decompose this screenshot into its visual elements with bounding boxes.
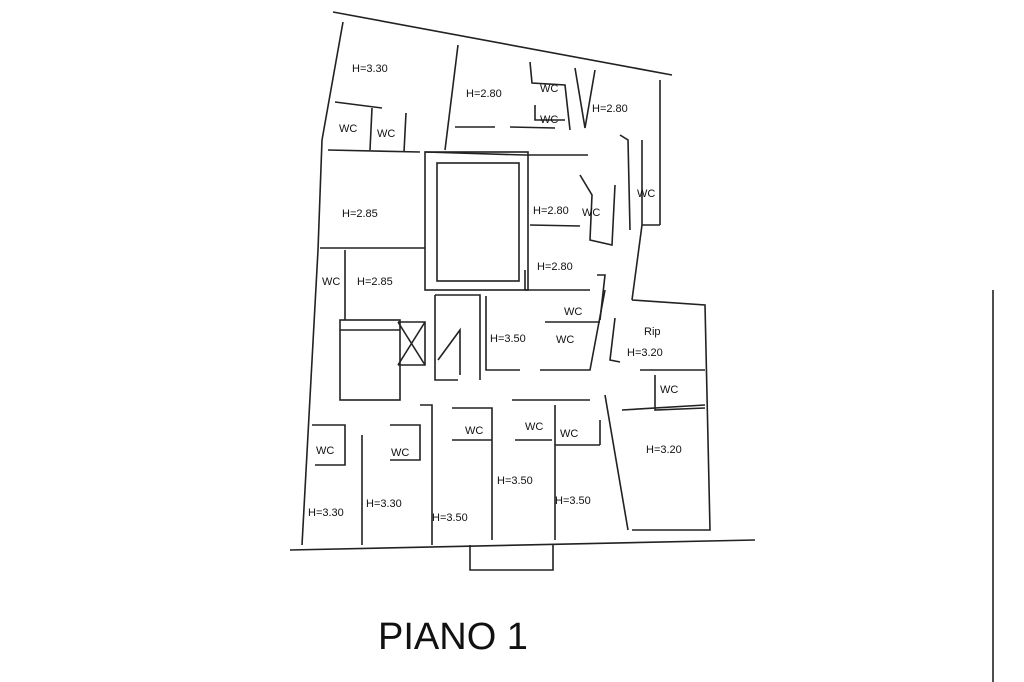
room-label: WC (540, 83, 558, 95)
room-label: WC (322, 276, 340, 288)
room-label: H=2.85 (357, 276, 393, 288)
room-label: H=3.20 (627, 347, 663, 359)
room-label: H=3.20 (646, 444, 682, 456)
room-label: H=3.30 (352, 63, 388, 75)
room-label: H=3.30 (366, 498, 402, 510)
room-label: H=2.80 (592, 103, 628, 115)
room-label: WC (339, 123, 357, 135)
room-label: H=2.80 (533, 205, 569, 217)
room-label: H=3.50 (497, 475, 533, 487)
room-label: WC (391, 447, 409, 459)
room-label: H=3.50 (490, 333, 526, 345)
floor-title: PIANO 1 (378, 616, 528, 658)
room-label: Rip (644, 326, 661, 338)
room-label: H=3.50 (432, 512, 468, 524)
room-label: WC (465, 425, 483, 437)
room-label: WC (556, 334, 574, 346)
room-label: WC (660, 384, 678, 396)
room-label: WC (560, 428, 578, 440)
room-label: WC (540, 114, 558, 126)
room-label: WC (564, 306, 582, 318)
room-label: H=3.30 (308, 507, 344, 519)
room-label: H=2.80 (466, 88, 502, 100)
room-label: WC (525, 421, 543, 433)
room-labels: H=3.30 H=2.80 WC WC H=2.80 WC WC WC H=2.… (308, 63, 682, 524)
room-label: WC (637, 188, 655, 200)
room-label: H=2.80 (537, 261, 573, 273)
room-label: H=3.50 (555, 495, 591, 507)
room-label: WC (582, 207, 600, 219)
room-label: H=2.85 (342, 208, 378, 220)
room-label: WC (316, 445, 334, 457)
walls (289, 11, 994, 682)
room-label: WC (377, 128, 395, 140)
